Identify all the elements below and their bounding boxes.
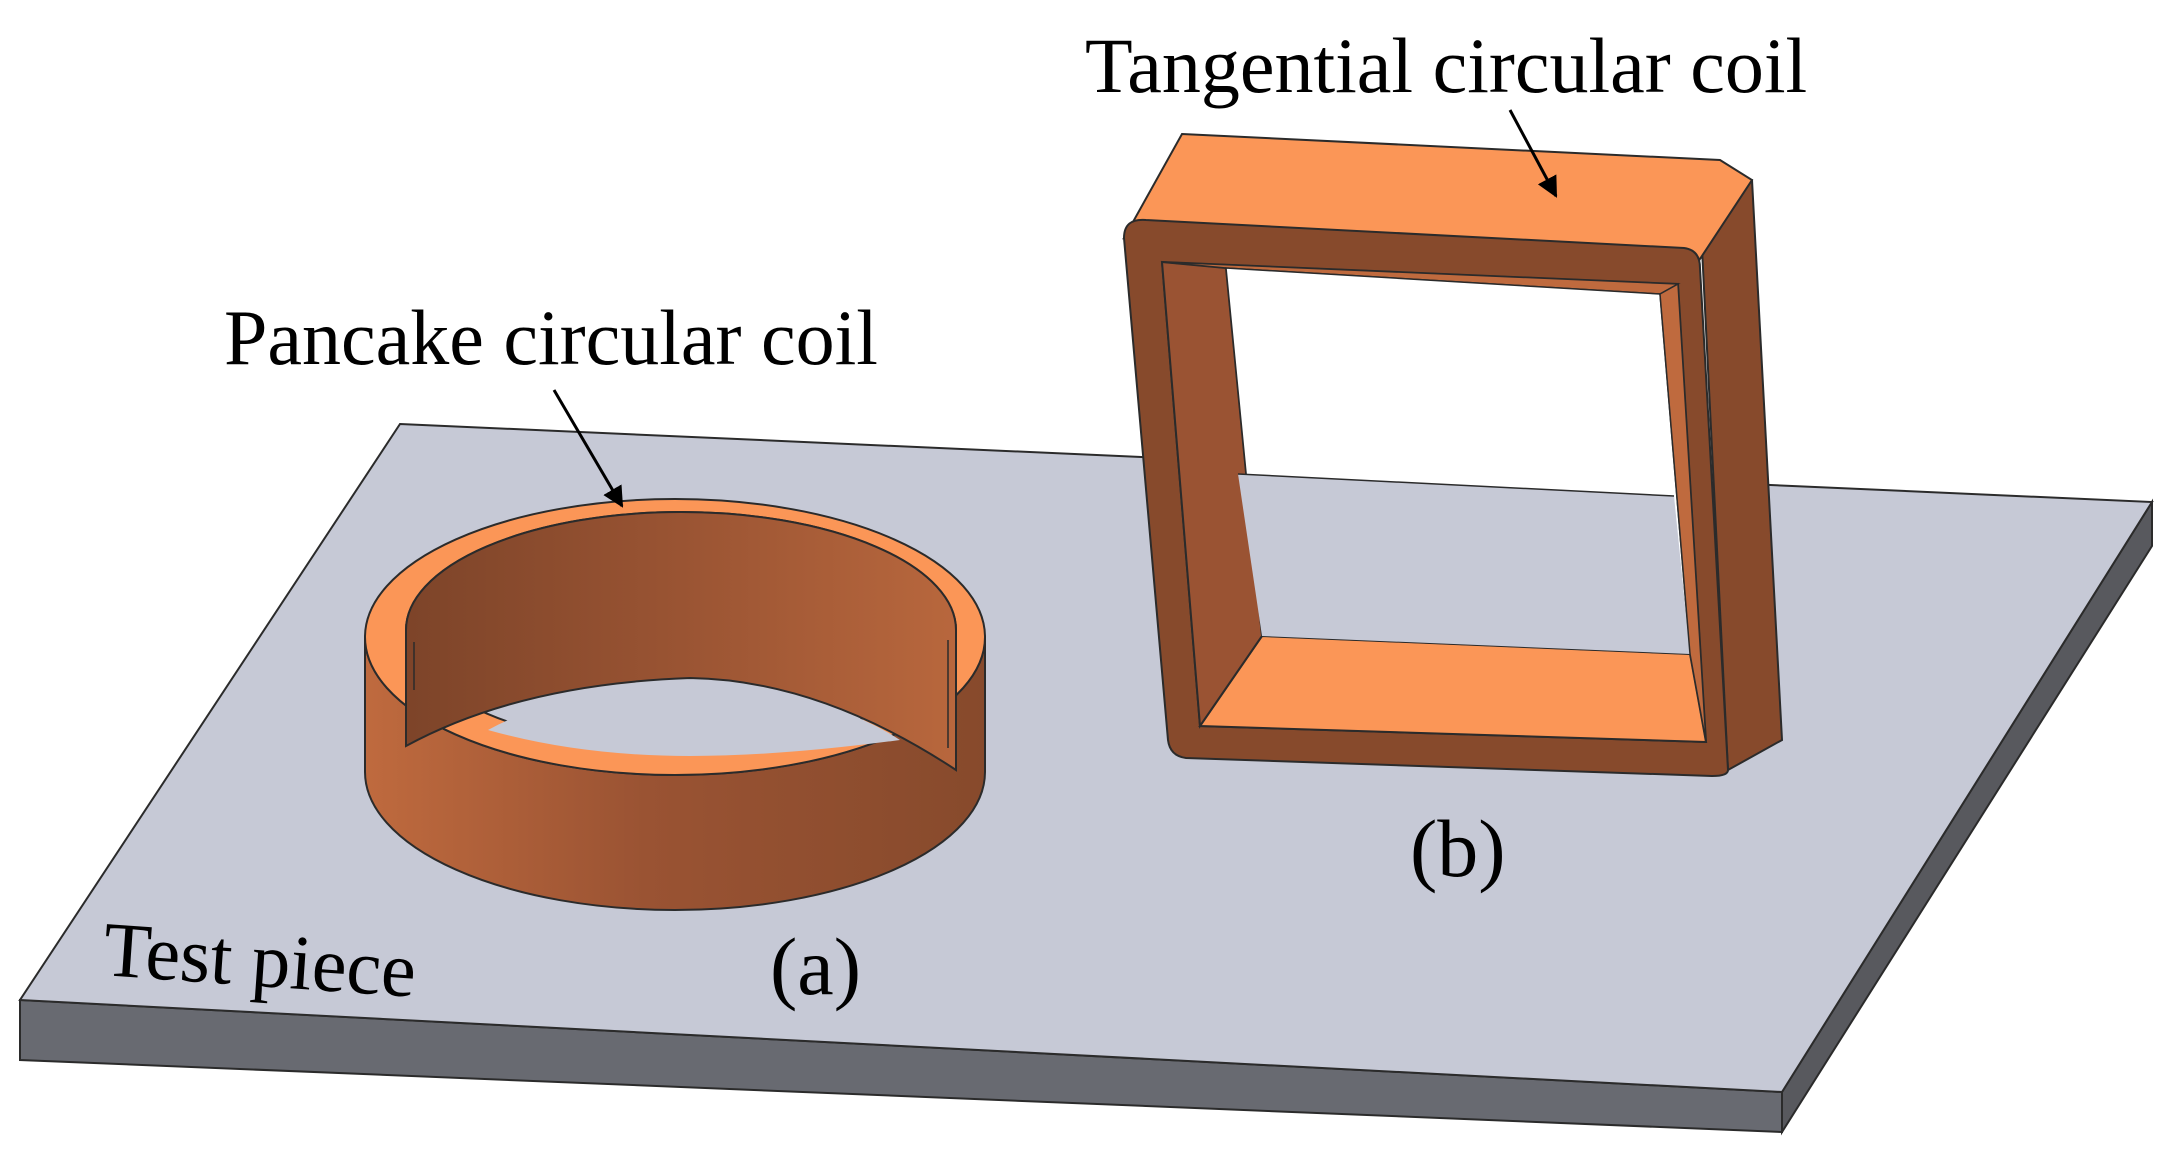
pancake-coil-inner-wall xyxy=(405,511,957,772)
tangential-coil-opening-plate xyxy=(1238,474,1690,654)
tangential-coil-plate-edge-line xyxy=(1237,473,1675,497)
tangential-coil-label: Tangential circular coil xyxy=(1085,22,1807,109)
pancake-coil xyxy=(363,498,987,911)
pancake-coil-inner-floor xyxy=(488,686,900,756)
pancake-coil-arrow xyxy=(552,389,624,508)
tangential-coil-arrow xyxy=(1508,109,1558,198)
tangential-coil xyxy=(1122,132,1784,778)
test-piece-plate xyxy=(18,422,2154,1136)
panel-b-label: (b) xyxy=(1410,803,1506,894)
tangential-coil-inner-right-wall xyxy=(1659,282,1707,743)
panel-a-label: (a) xyxy=(770,921,861,1012)
pancake-coil-label: Pancake circular coil xyxy=(224,294,878,381)
